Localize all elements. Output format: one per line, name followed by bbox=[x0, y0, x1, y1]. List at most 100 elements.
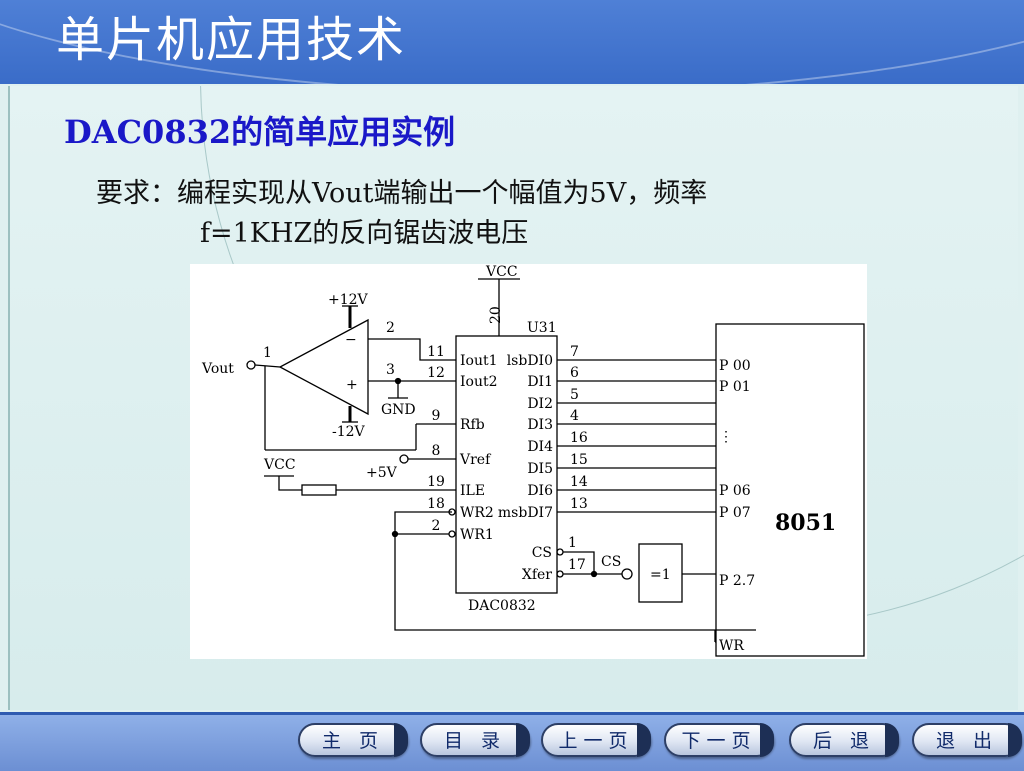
minus12v-label: -12V bbox=[332, 424, 366, 440]
plus5v-label: +5V bbox=[366, 465, 398, 481]
dac-left-pin-name: WR1 bbox=[460, 527, 494, 543]
vout-wire bbox=[254, 364, 281, 368]
nav-home-label: 主 页 bbox=[321, 730, 385, 752]
dac-chip-body bbox=[455, 335, 558, 594]
mcu-port-label: P 01 bbox=[719, 379, 751, 395]
opamp-plus: + bbox=[346, 377, 358, 393]
dac-left-pin-number: 8 bbox=[432, 443, 441, 459]
plus12v-label: +12V bbox=[328, 292, 369, 308]
dac-left-pin-name: WR2 bbox=[460, 505, 494, 521]
nav-back-button[interactable]: 后 退 bbox=[789, 723, 899, 757]
dac-right-pin-number: 7 bbox=[570, 344, 579, 360]
gate-label: =1 bbox=[650, 567, 671, 583]
dac-left-pin-name: Iout1 bbox=[460, 353, 498, 369]
opamp-pin-1: 1 bbox=[263, 345, 272, 361]
circuit-svg: VCC 20 U31 DAC0832 − + +12V -12V Vout 1 … bbox=[201, 264, 865, 657]
mcu-port-label: P 07 bbox=[719, 505, 751, 521]
dac-right-pin-number: 5 bbox=[570, 387, 579, 403]
requirement-text: 要求：编程实现从Vout端输出一个幅值为5V，频率 f=1KHZ的反向锯齿波电压 bbox=[96, 174, 707, 254]
slide-heading: DAC0832的简单应用实例 bbox=[64, 113, 456, 151]
mcu-port-label: ⋮ bbox=[719, 429, 733, 445]
mcu-port-label: WR bbox=[719, 638, 744, 654]
nav-back-cap bbox=[885, 723, 899, 757]
cs-label: CS bbox=[601, 554, 621, 570]
opamp-symbol bbox=[278, 318, 369, 416]
nav-prev-label: 上一页 bbox=[558, 730, 634, 752]
xfer-bubble bbox=[556, 570, 564, 578]
mcu-name: 8051 bbox=[775, 510, 836, 536]
mcu-port-label: P 00 bbox=[719, 358, 751, 374]
slide-title: 单片机应用技术 bbox=[56, 12, 407, 68]
nav-toc-cap bbox=[516, 723, 530, 757]
dac-right-pin-number: 4 bbox=[570, 408, 579, 424]
dac-left-pin-number: 9 bbox=[432, 408, 441, 424]
chip-id-label: U31 bbox=[527, 320, 557, 336]
dac-cs-pin-number: 1 bbox=[568, 535, 577, 551]
nav-exit-button[interactable]: 退 出 bbox=[912, 723, 1022, 757]
vout-terminal bbox=[246, 360, 256, 370]
opamp-minus: − bbox=[345, 332, 357, 348]
circuit-diagram: VCC 20 U31 DAC0832 − + +12V -12V Vout 1 … bbox=[190, 264, 867, 659]
dac-right-pin-number: 15 bbox=[570, 452, 588, 468]
cs-wire bbox=[563, 551, 595, 574]
nav-exit-label: 退 出 bbox=[935, 730, 999, 752]
dac-left-pin-number: 2 bbox=[432, 518, 441, 534]
dac-cs-pin-name: CS bbox=[532, 545, 552, 561]
dac-cs-pin-number: 17 bbox=[568, 557, 586, 573]
title-bar: 单片机应用技术 bbox=[0, 0, 1024, 84]
gate-bubble bbox=[621, 568, 633, 580]
dac-left-pin-number: 18 bbox=[427, 496, 445, 512]
vout-label: Vout bbox=[201, 361, 234, 377]
nav-toc-label: 目 录 bbox=[443, 730, 507, 752]
nav-next-button[interactable]: 下一页 bbox=[664, 723, 774, 757]
mcu-port-label: P 2.7 bbox=[719, 573, 755, 589]
vcc-left-wire bbox=[278, 476, 302, 491]
mcu-port-label: P 06 bbox=[719, 483, 751, 499]
opamp-pin-3: 3 bbox=[386, 362, 395, 378]
wr-junction bbox=[391, 530, 399, 538]
nav-toc-button[interactable]: 目 录 bbox=[420, 723, 530, 757]
dac-left-pin-name: ILE bbox=[460, 483, 485, 499]
dac-left-pin-name: Iout2 bbox=[460, 374, 498, 390]
dac-right-pin-name: DI6 bbox=[527, 483, 553, 499]
dac-left-pin-number: 12 bbox=[427, 365, 445, 381]
dac-right-pin-number: 14 bbox=[570, 474, 588, 490]
dac-right-pin-name: msbDI7 bbox=[498, 505, 553, 521]
nav-prev-button[interactable]: 上一页 bbox=[541, 723, 651, 757]
inverter-gate bbox=[638, 543, 683, 603]
dac-right-pin-name: DI1 bbox=[527, 374, 553, 390]
dac-right-pin-name: lsbDI0 bbox=[507, 353, 553, 369]
dac-right-pin-name: DI4 bbox=[527, 439, 553, 455]
dac-left-pin-number: 19 bbox=[427, 474, 445, 490]
requirement-line-1: 要求：编程实现从Vout端输出一个幅值为5V，频率 bbox=[96, 178, 708, 209]
iout1-wire bbox=[368, 338, 456, 361]
dac-right-pin-number: 6 bbox=[570, 365, 579, 381]
vcc-top-label: VCC bbox=[485, 264, 518, 280]
nav-next-cap bbox=[760, 723, 774, 757]
dac-chip-name: DAC0832 bbox=[468, 598, 536, 614]
wr1-bubble bbox=[448, 530, 456, 538]
dac-left-pin-name: Vref bbox=[459, 452, 492, 468]
pin-labels: 11Iout112Iout29Rfb8Vref19ILE18WR22WR1lsb… bbox=[427, 344, 755, 654]
nav-home-button[interactable]: 主 页 bbox=[298, 723, 408, 757]
dac-right-pin-number: 13 bbox=[570, 496, 588, 512]
wr2-bubble bbox=[448, 508, 456, 516]
opamp-pin-2: 2 bbox=[386, 320, 395, 336]
nav-prev-cap bbox=[637, 723, 651, 757]
pin-20-label: 20 bbox=[488, 306, 504, 324]
nav-home-cap bbox=[394, 723, 408, 757]
plus5v-terminal bbox=[399, 454, 409, 464]
dac-right-pin-name: DI2 bbox=[527, 396, 553, 412]
cs-junction bbox=[590, 570, 598, 578]
dac-left-pin-number: 11 bbox=[427, 344, 445, 360]
vcc-left-label: VCC bbox=[263, 457, 296, 473]
dac-right-pin-name: DI3 bbox=[527, 417, 553, 433]
ile-resistor bbox=[301, 484, 337, 496]
wr-bus-wire bbox=[394, 511, 716, 642]
dac-right-pin-name: DI5 bbox=[527, 461, 553, 477]
dac-right-pin-number: 16 bbox=[570, 430, 588, 446]
nav-next-label: 下一页 bbox=[681, 730, 757, 752]
nav-exit-cap bbox=[1008, 723, 1022, 757]
dac-cs-pin-name: Xfer bbox=[522, 567, 552, 583]
nav-back-label: 后 退 bbox=[812, 730, 876, 752]
